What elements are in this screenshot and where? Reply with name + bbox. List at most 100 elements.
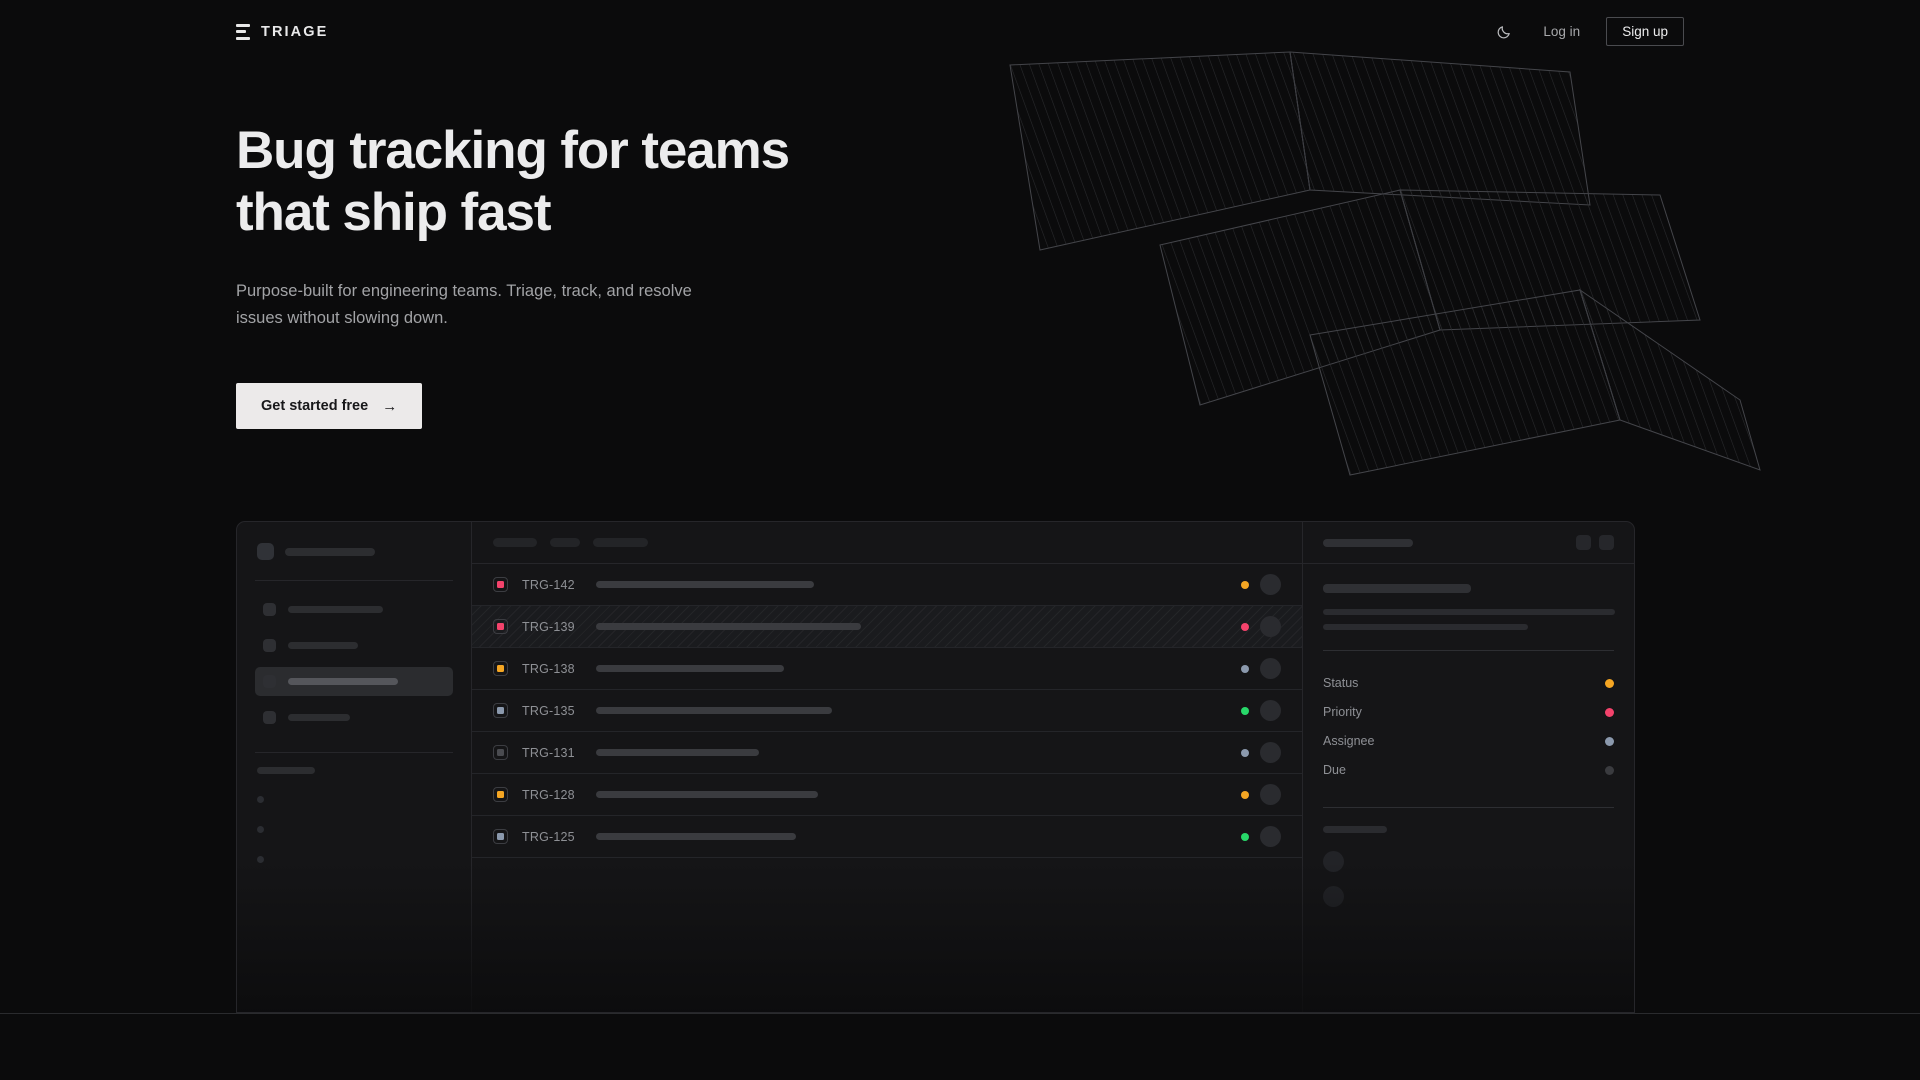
sidebar-item-2[interactable] — [255, 631, 453, 660]
detail-meta-label: Status — [1323, 676, 1359, 690]
list-item — [1323, 851, 1614, 872]
status-badge[interactable] — [1241, 580, 1249, 589]
login-link[interactable]: Log in — [1543, 24, 1581, 39]
issue-id: TRG-125 — [522, 829, 575, 844]
sidebar-item-1[interactable] — [255, 595, 453, 624]
avatar — [1323, 886, 1344, 907]
avatar[interactable] — [1260, 616, 1281, 637]
row-meta — [1241, 784, 1281, 805]
sidebar-divider-bottom — [255, 752, 453, 753]
cta-label: Get started free — [261, 398, 369, 415]
arrow-right-icon: → — [382, 397, 398, 415]
detail-activity-label — [1323, 826, 1387, 833]
avatar[interactable] — [1260, 742, 1281, 763]
status-badge[interactable] — [1241, 622, 1249, 631]
issue-id: TRG-135 — [522, 703, 575, 718]
avatar[interactable] — [1260, 574, 1281, 595]
avatar[interactable] — [1260, 784, 1281, 805]
priority-icon[interactable] — [493, 619, 508, 634]
sidebar-sub-item-3[interactable] — [255, 850, 453, 869]
status-badge[interactable] — [1241, 664, 1249, 673]
sidebar-item-3[interactable] — [255, 667, 453, 696]
sidebar-sub-item-dot — [257, 856, 264, 863]
sidebar-item-4[interactable] — [255, 703, 453, 732]
table-row[interactable]: TRG-138 — [472, 648, 1302, 690]
issue-title-placeholder — [596, 833, 796, 840]
priority-icon[interactable] — [493, 703, 508, 718]
site-header: TRIAGE Log in Sign up — [0, 0, 1920, 63]
section-divider — [0, 1013, 1920, 1014]
sidebar-sub-nav — [255, 790, 453, 869]
avatar[interactable] — [1260, 700, 1281, 721]
detail-header-title-placeholder — [1323, 538, 1413, 547]
issue-title-placeholder — [596, 581, 814, 588]
row-meta — [1241, 574, 1281, 595]
table-row[interactable]: TRG-135 — [472, 690, 1302, 732]
avatar — [1323, 851, 1344, 872]
issue-title-placeholder — [596, 665, 784, 672]
detail-desc-line-1 — [1323, 609, 1615, 615]
hero-subtitle: Purpose-built for engineering teams. Tri… — [236, 282, 692, 327]
priority-icon[interactable] — [493, 745, 508, 760]
hero-heading-line1: Bug tracking for teams — [236, 121, 790, 180]
brand-logo[interactable]: TRIAGE — [236, 23, 329, 40]
table-row[interactable]: TRG-125 — [472, 816, 1302, 858]
list-toolbar — [472, 522, 1302, 564]
sidebar-sub-item-2[interactable] — [255, 820, 453, 839]
brand-name: TRIAGE — [261, 23, 329, 40]
get-started-button[interactable]: Get started free → — [236, 383, 423, 430]
hero-section: Bug tracking for teams that ship fast Pu… — [236, 120, 790, 430]
detail-desc-line-2 — [1323, 624, 1528, 630]
issue-id: TRG-142 — [522, 577, 575, 592]
moon-icon[interactable] — [1491, 19, 1517, 45]
sidebar-divider-top — [255, 580, 453, 581]
priority-icon[interactable] — [493, 829, 508, 844]
workspace-switcher[interactable] — [255, 538, 453, 560]
row-meta — [1241, 742, 1281, 763]
avatar[interactable] — [1260, 658, 1281, 679]
table-row[interactable]: TRG-131 — [472, 732, 1302, 774]
detail-action-button-2[interactable] — [1599, 535, 1614, 550]
detail-meta-value-dot — [1605, 765, 1614, 775]
detail-action-button-1[interactable] — [1576, 535, 1591, 550]
table-row[interactable]: TRG-139 — [472, 606, 1302, 648]
detail-meta-assignee[interactable]: Assignee — [1323, 727, 1614, 756]
detail-meta-priority[interactable]: Priority — [1323, 698, 1614, 727]
row-meta — [1241, 826, 1281, 847]
status-badge[interactable] — [1241, 748, 1249, 757]
sidebar-item-icon — [263, 639, 276, 652]
table-row[interactable]: TRG-128 — [472, 774, 1302, 816]
mockup-sidebar — [237, 522, 472, 1012]
priority-icon[interactable] — [493, 577, 508, 592]
detail-meta-value-dot — [1605, 678, 1614, 688]
status-badge[interactable] — [1241, 832, 1249, 841]
detail-header — [1303, 522, 1634, 564]
detail-divider-1 — [1323, 650, 1614, 651]
avatar[interactable] — [1260, 826, 1281, 847]
toolbar-filter-3[interactable] — [593, 538, 648, 547]
page-title: Bug tracking for teams that ship fast — [236, 120, 790, 244]
table-row[interactable]: TRG-142 — [472, 564, 1302, 606]
status-badge[interactable] — [1241, 706, 1249, 715]
header-actions: Log in Sign up — [1491, 16, 1684, 47]
signup-button[interactable]: Sign up — [1606, 16, 1684, 47]
priority-icon[interactable] — [493, 661, 508, 676]
sidebar-item-label-placeholder — [288, 606, 383, 613]
row-meta — [1241, 616, 1281, 637]
issue-title-placeholder — [596, 623, 861, 630]
detail-meta-label: Priority — [1323, 705, 1362, 719]
priority-icon[interactable] — [493, 787, 508, 802]
issue-id: TRG-138 — [522, 661, 575, 676]
status-badge[interactable] — [1241, 790, 1249, 799]
detail-meta-due[interactable]: Due — [1323, 756, 1614, 785]
sidebar-sub-item-1[interactable] — [255, 790, 453, 809]
toolbar-filter-2[interactable] — [550, 538, 580, 547]
toolbar-filter-1[interactable] — [493, 538, 537, 547]
row-meta — [1241, 658, 1281, 679]
detail-meta-status[interactable]: Status — [1323, 669, 1614, 698]
row-meta — [1241, 700, 1281, 721]
